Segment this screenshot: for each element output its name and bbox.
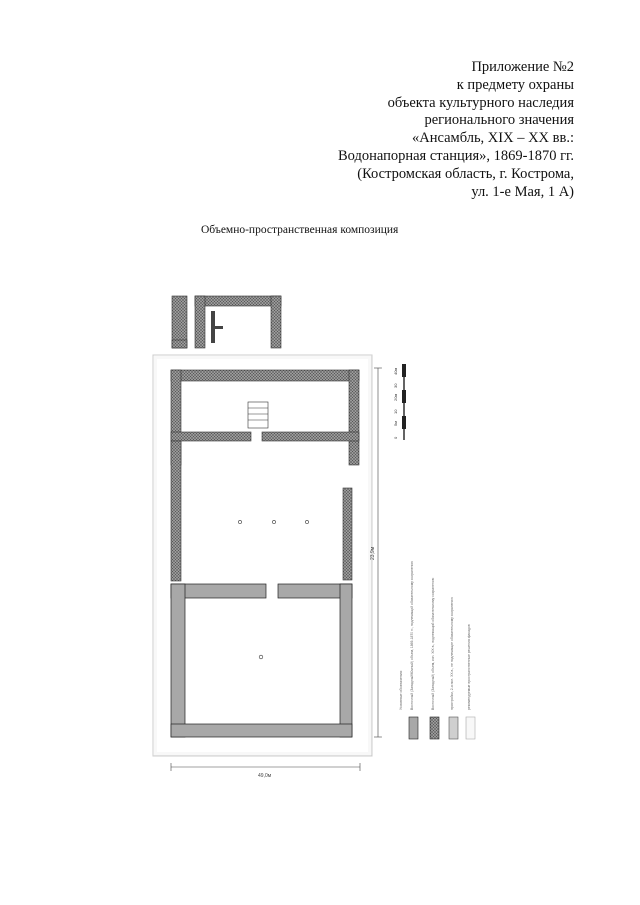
legend-swatch-light xyxy=(448,716,459,740)
legend: Условные обозначения: Восточный (Западны… xyxy=(399,561,476,740)
scale-bar: 0 5м 10 20м 30 40м xyxy=(393,364,406,440)
header-line: к предмету охраны xyxy=(456,76,574,93)
header-line: Приложение №2 xyxy=(471,59,574,75)
dimensions xyxy=(170,367,382,771)
header-line: регионального значения xyxy=(424,112,574,129)
legend-item-text: Восточный (Западный) объем, кон. XIX в.,… xyxy=(431,577,435,710)
header-line: ул. 1-е Мая, 1 А) xyxy=(471,183,574,200)
legend-item-text: пристройки, 2-я пол. XX в., не подлежащи… xyxy=(450,597,454,710)
legend-title: Условные обозначения: xyxy=(399,670,403,710)
scale-label: 10 xyxy=(393,409,398,414)
scale-label: 0 xyxy=(393,436,398,439)
scale-label: 20м xyxy=(393,394,398,401)
legend-swatch-dotted xyxy=(465,716,476,740)
page-subtitle: Объемно-пространственная композиция xyxy=(201,224,399,236)
annex xyxy=(171,295,282,349)
legend-swatch-hatch xyxy=(429,716,440,740)
legend-item-text: Восточный (Западный/Южный) объем, 1869-1… xyxy=(410,561,414,710)
scale-label: 5м xyxy=(393,421,398,426)
depth-dimension-label: 23,9м xyxy=(370,546,376,560)
header-line: объекта культурного наследия xyxy=(387,94,574,111)
lower-hall xyxy=(170,583,353,738)
scale-label: 40м xyxy=(393,368,398,375)
legend-item-text: рекомендуемые пространственные решения ф… xyxy=(467,624,471,710)
legend-swatch-gray xyxy=(408,716,419,740)
site-boundary xyxy=(152,354,373,757)
top-section xyxy=(170,369,360,466)
scale-label: 30 xyxy=(393,383,398,388)
header-line: Водонапорная станция», 1869-1870 гг. xyxy=(337,147,574,164)
site-inner xyxy=(157,359,368,752)
appendix-header: Приложение №2 к предмету охраны объекта … xyxy=(244,59,574,201)
header-line: (Костромская область, г. Кострома, xyxy=(357,165,574,182)
width-dimension-label: 49,0м xyxy=(258,773,272,779)
middle-hall xyxy=(170,440,353,582)
header-line: «Ансамбль, XIX – XX вв.: xyxy=(411,130,574,147)
